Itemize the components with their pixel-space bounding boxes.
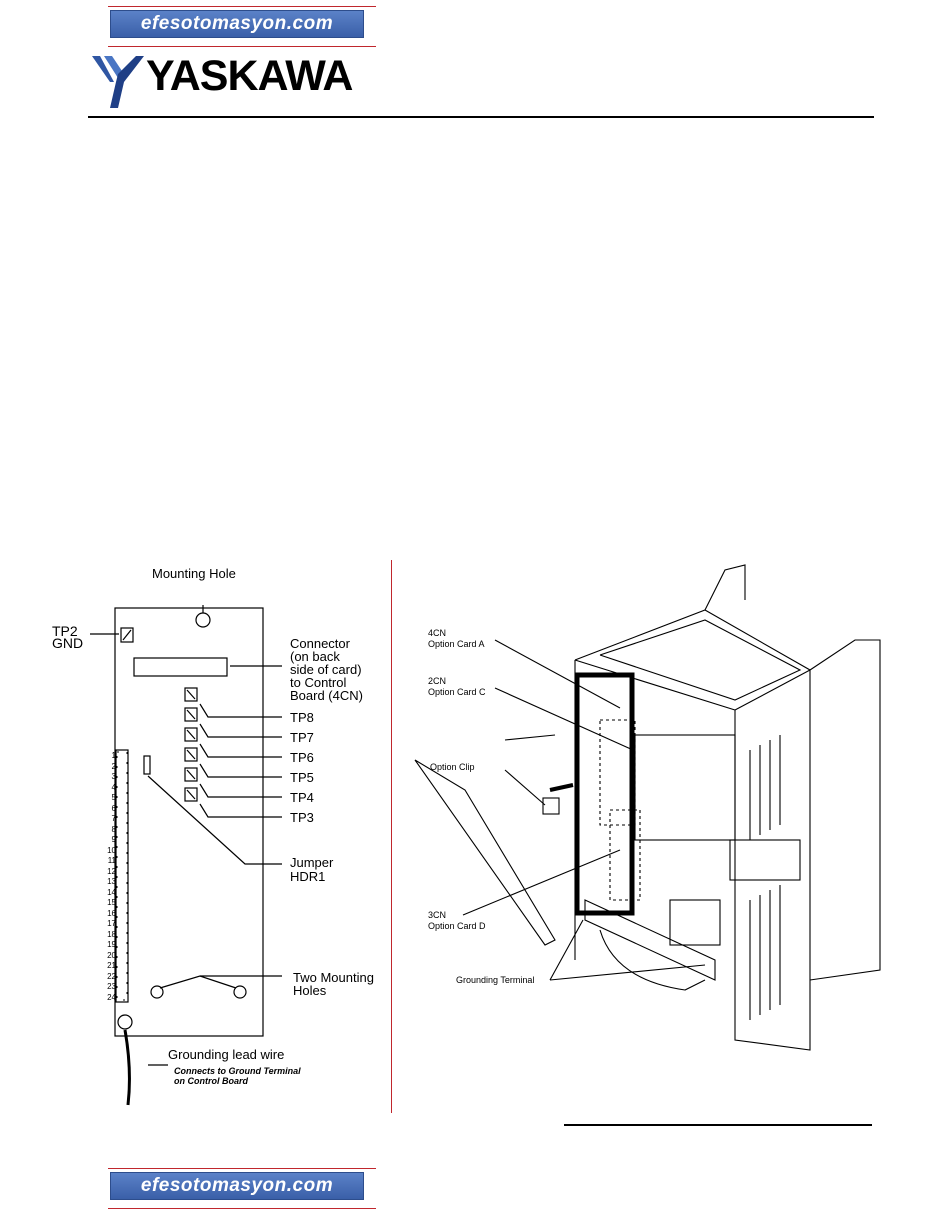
banner-top-rule [108, 6, 376, 7]
banner-bottom-rule [108, 1208, 376, 1209]
figure-divider [391, 560, 392, 1113]
grounding-lead-label: Grounding lead wire [168, 1047, 285, 1062]
tp5-label: TP5 [290, 770, 314, 785]
jumper-line-1: Jumper [290, 855, 334, 870]
header-rule [88, 116, 874, 118]
bottom-site-banner: efesotomasyon.com [108, 1168, 376, 1209]
jumper-label: Jumper HDR1 [290, 856, 333, 884]
card-d-label: 3CN Option Card D [428, 910, 486, 932]
two-mounting-line-2: Holes [293, 983, 327, 998]
terminal-number: 12 [107, 866, 116, 876]
banner-top-rule [108, 1168, 376, 1169]
yaskawa-logo-mark [92, 56, 144, 108]
tp6-label: TP6 [290, 750, 314, 765]
card-d-line-1: 3CN [428, 910, 447, 920]
connector-line-2: (on back [290, 649, 340, 664]
connector-line-5: Board (4CN) [290, 688, 363, 703]
card-a-line-2: Option Card A [428, 639, 485, 649]
card-d-line-2: Option Card D [428, 921, 486, 931]
grounding-terminal-label: Grounding Terminal [456, 975, 535, 985]
grounding-note: Connects to Ground Terminal on Control B… [174, 1066, 301, 1086]
tp3-label: TP3 [290, 810, 314, 825]
terminal-number: 4 [111, 782, 116, 792]
terminal-number: 21 [107, 961, 116, 970]
grounding-note-line-2: on Control Board [174, 1076, 248, 1086]
card-a-label: 4CN Option Card A [428, 628, 485, 650]
terminal-number: 22 [107, 971, 116, 981]
terminal-number: 15 [107, 898, 116, 907]
yaskawa-logo-text: YASKAWA [146, 52, 353, 100]
terminal-number: 11 [107, 856, 116, 865]
gnd-label: GND [52, 635, 84, 651]
card-c-line-2: Option Card C [428, 687, 486, 697]
terminal-number: 13 [107, 877, 116, 886]
mounting-hole-label: Mounting Hole [152, 566, 236, 581]
terminal-number: 6 [111, 803, 116, 813]
site-banner-label: efesotomasyon.com [110, 1172, 364, 1200]
card-c-label: 2CN Option Card C [428, 676, 486, 698]
footer-rule [564, 1124, 872, 1126]
connector-line-4: to Control [290, 675, 347, 690]
connector-line-3: side of card) [290, 662, 362, 677]
terminal-number: 23 [107, 982, 116, 991]
terminal-number: 8 [111, 824, 116, 834]
terminal-number: 16 [107, 908, 116, 918]
card-c-line-1: 2CN [428, 676, 447, 686]
terminal-number: 24 [107, 992, 116, 1002]
card-a-line-1: 4CN [428, 628, 447, 638]
terminal-number: 1 [111, 751, 116, 760]
top-site-banner: efesotomasyon.com [108, 6, 376, 47]
connector-label: Connector (on back side of card) to Cont… [290, 637, 363, 702]
drive-option-card-drawing [414, 564, 881, 1051]
connector-line-1: Connector [290, 636, 350, 651]
grounding-note-line-1: Connects to Ground Terminal [174, 1066, 301, 1076]
terminal-number: 3 [111, 772, 116, 781]
terminal-number: 7 [111, 814, 116, 823]
terminal-number: 17 [107, 919, 116, 928]
terminal-number: 5 [111, 793, 116, 802]
two-mounting-line-1: Two Mounting [293, 970, 374, 985]
option-card-frame [574, 672, 635, 916]
option-clip-label: Option Clip [430, 762, 475, 772]
terminal-number: 14 [107, 887, 116, 897]
terminal-number: 9 [111, 835, 116, 844]
option-card-drawing [90, 605, 282, 1106]
tp8-label: TP8 [290, 710, 314, 725]
site-banner-label: efesotomasyon.com [110, 10, 364, 38]
tp7-label: TP7 [290, 730, 314, 745]
terminal-number: 2 [111, 761, 116, 771]
terminal-number: 18 [107, 929, 116, 939]
banner-bottom-rule [108, 46, 376, 47]
terminal-number: 19 [107, 940, 116, 949]
two-mounting-holes-label: Two Mounting Holes [293, 971, 374, 997]
tp4-label: TP4 [290, 790, 314, 805]
terminal-number: 20 [107, 950, 116, 960]
terminal-number: 10 [107, 845, 116, 855]
tp2-label: TP2 [52, 623, 78, 639]
terminal-number-list: 1 2 3 4 5 6 7 8 9 10 11 12 13 14 15 16 1… [90, 751, 116, 1003]
jumper-line-2: HDR1 [290, 869, 326, 884]
